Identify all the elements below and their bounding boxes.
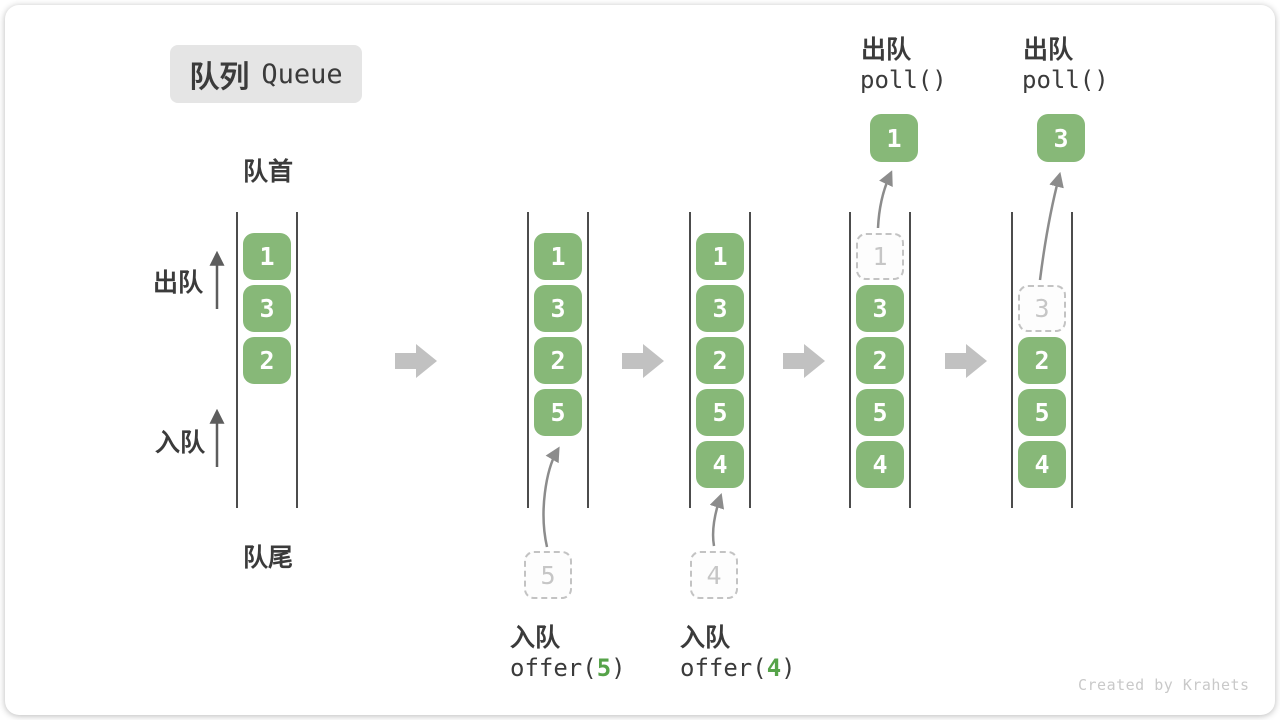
dequeue-op-label: 出队 <box>1023 35 1074 64</box>
queue-item: 1 <box>696 233 744 280</box>
code-fn: offer( <box>510 654 597 682</box>
code-arg: 5 <box>596 654 612 682</box>
queue-item: 2 <box>243 337 291 384</box>
queue-state-1: 1 3 2 <box>236 212 298 508</box>
code-close: ) <box>611 654 626 682</box>
queue-item: 5 <box>534 389 582 436</box>
dequeue-op-code: poll() <box>860 66 947 94</box>
dequeue-op-code: poll() <box>1022 66 1109 94</box>
label-queue-rear: 队尾 <box>242 543 293 572</box>
code-close: ) <box>781 654 796 682</box>
queue-item: 5 <box>856 389 904 436</box>
incoming-item-ghost: 5 <box>524 551 572 599</box>
enqueue-op-code: offer(4) <box>680 654 796 682</box>
queue-state-4: 1 3 2 5 4 <box>849 212 911 508</box>
queue-item: 2 <box>696 337 744 384</box>
queue-item: 4 <box>856 441 904 488</box>
label-queue-front: 队首 <box>242 157 293 186</box>
title-badge: 队列 Queue <box>170 45 362 103</box>
queue-item: 2 <box>1018 337 1066 384</box>
removed-item-ghost: 3 <box>1018 285 1066 332</box>
label-dequeue-side: 出队 <box>153 268 204 297</box>
queue-item: 4 <box>1018 441 1066 488</box>
queue-state-5: 3 2 5 4 <box>1011 212 1073 508</box>
code-fn: offer( <box>680 654 767 682</box>
removed-item-ghost: 1 <box>856 233 904 280</box>
code-arg: 4 <box>766 654 782 682</box>
queue-item: 3 <box>534 285 582 332</box>
queue-state-3: 1 3 2 5 4 <box>689 212 751 508</box>
queue-item: 5 <box>696 389 744 436</box>
queue-item: 4 <box>696 441 744 488</box>
queue-item: 3 <box>856 285 904 332</box>
popped-item: 1 <box>870 114 918 162</box>
enqueue-op-label: 入队 <box>680 623 731 652</box>
queue-item: 3 <box>243 285 291 332</box>
label-enqueue-side: 入队 <box>155 428 206 457</box>
diagram-card <box>5 5 1275 715</box>
queue-item: 1 <box>243 233 291 280</box>
queue-item: 1 <box>534 233 582 280</box>
popped-item: 3 <box>1037 114 1085 162</box>
title-zh: 队列 <box>189 60 250 95</box>
title-en: Queue <box>261 58 343 90</box>
queue-item: 2 <box>856 337 904 384</box>
enqueue-op-label: 入队 <box>510 623 561 652</box>
queue-item: 5 <box>1018 389 1066 436</box>
queue-state-2: 1 3 2 5 <box>527 212 589 508</box>
queue-item: 3 <box>696 285 744 332</box>
queue-item: 2 <box>534 337 582 384</box>
enqueue-op-code: offer(5) <box>510 654 626 682</box>
dequeue-op-label: 出队 <box>861 35 912 64</box>
watermark: Created by Krahets <box>1078 676 1250 694</box>
incoming-item-ghost: 4 <box>690 551 738 599</box>
